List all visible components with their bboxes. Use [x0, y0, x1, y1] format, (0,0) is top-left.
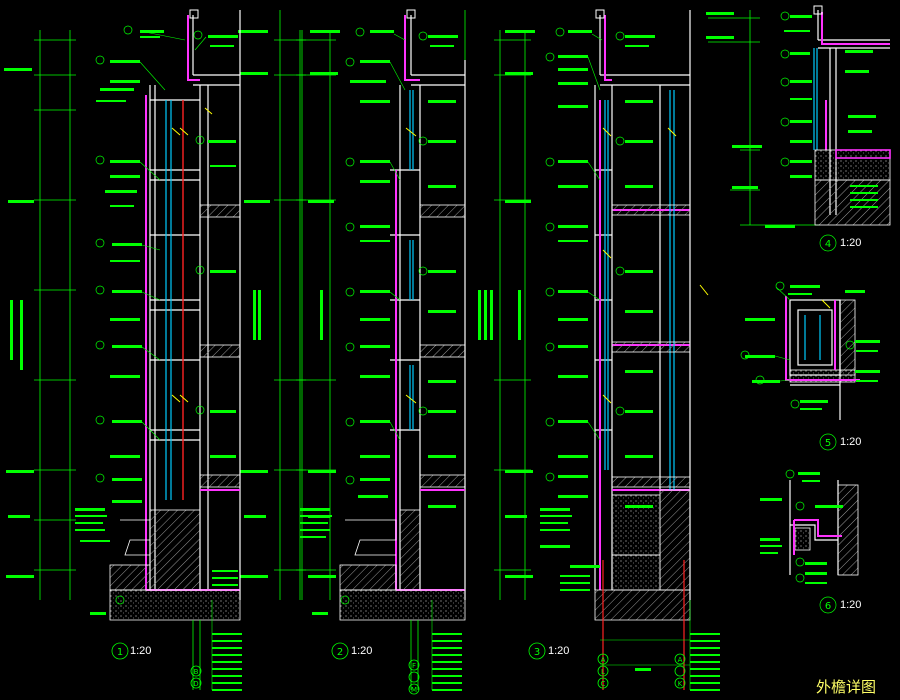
detail-6: [760, 469, 859, 614]
axis-label-k: K: [678, 680, 683, 688]
axis-label-f: F: [412, 662, 416, 670]
detail-number-6: 6: [825, 601, 831, 612]
detail-3: [494, 9, 720, 691]
scale-label-6: 1:20: [840, 599, 862, 611]
detail-number-5: 5: [825, 438, 831, 449]
scale-label-5: 1:20: [840, 436, 862, 448]
detail-2: [296, 9, 493, 695]
scale-label-2: 1:20: [351, 645, 373, 657]
drawing-title: 外檐详图: [816, 678, 877, 696]
detail-number-3: 3: [534, 647, 540, 658]
axis-label-b: B: [194, 668, 199, 676]
axis-label-m: M: [411, 686, 417, 694]
detail-numbers: 1 2 3 4 5 6: [117, 239, 831, 658]
axis-label-c: C: [601, 680, 606, 688]
detail-number-1: 1: [117, 647, 123, 658]
axis-label-d: D: [193, 680, 198, 688]
detail-number-4: 4: [825, 239, 831, 250]
detail-number-2: 2: [337, 647, 343, 658]
axis-letters: B D F M A C L A K: [193, 656, 682, 694]
detail-1: [4, 9, 306, 691]
detail-4: [706, 5, 891, 252]
scale-label-4: 1:20: [840, 237, 862, 249]
axis-label-a-right: A: [678, 656, 683, 664]
axis-label-a-left: A: [601, 656, 606, 664]
scale-label-1: 1:20: [130, 645, 152, 657]
axis-label-l: L: [601, 668, 605, 676]
detail-5: [740, 281, 880, 451]
scale-label-3: 1:20: [548, 645, 570, 657]
